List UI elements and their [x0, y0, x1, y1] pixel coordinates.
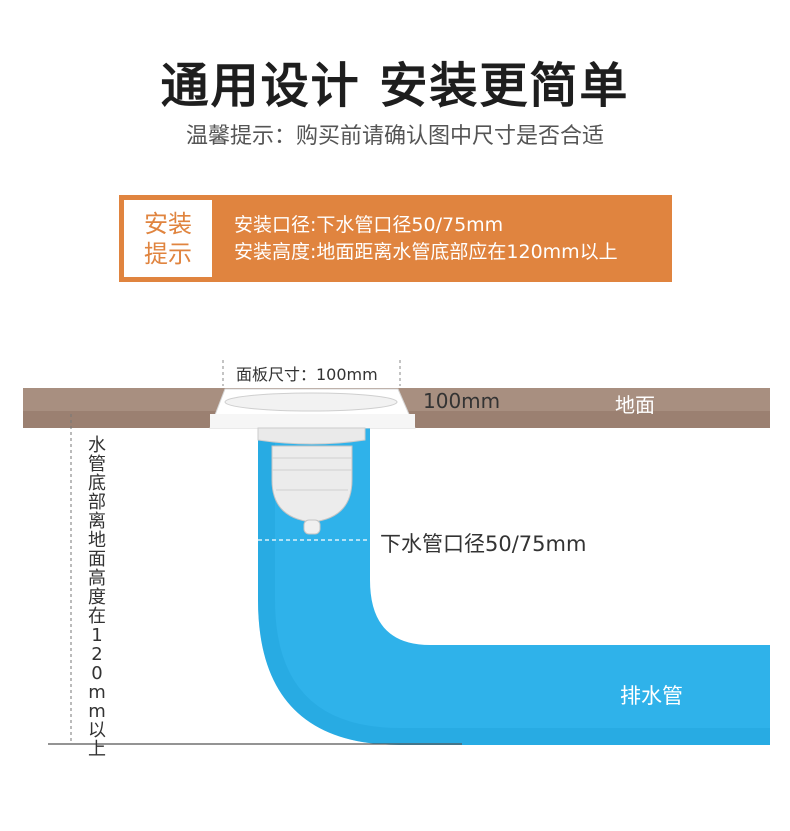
drain-pipe-label: 排水管	[620, 684, 683, 708]
floor-drain-panel-base	[210, 414, 415, 428]
tip-badge-line1: 安装	[144, 209, 192, 238]
panel-width-label: 100mm	[423, 389, 501, 413]
install-tip-badge: 安装 提示	[124, 200, 212, 277]
page-title: 通用设计 安装更简单	[160, 58, 630, 114]
drain-core-tip	[303, 519, 321, 535]
floor-drain-grate	[224, 392, 398, 412]
tip-badge-line2: 提示	[144, 239, 192, 268]
drain-core-collar	[257, 427, 366, 445]
ground-label: 地面	[615, 393, 655, 417]
install-tip-text: 安装口径:下水管口径50/75mm 安装高度:地面距离水管底部应在120mm以上	[234, 212, 618, 266]
pipe-diameter-label: 下水管口径50/75mm	[380, 532, 587, 556]
tip-line-caliber: 安装口径:下水管口径50/75mm	[234, 214, 504, 236]
page-subtitle: 温馨提示：购买前请确认图中尺寸是否合适	[185, 124, 604, 149]
vertical-height-label: 水管底部离地面高度在120mm以上	[88, 435, 106, 760]
drain-core-body	[271, 445, 353, 523]
install-tip-box: 安装 提示 安装口径:下水管口径50/75mm 安装高度:地面距离水管底部应在1…	[119, 195, 672, 282]
panel-size-label: 面板尺寸：100mm	[236, 365, 378, 384]
tip-line-height: 安装高度:地面距离水管底部应在120mm以上	[234, 241, 618, 263]
drain-pipe	[258, 428, 770, 745]
drain-pipe-shade	[258, 428, 770, 745]
